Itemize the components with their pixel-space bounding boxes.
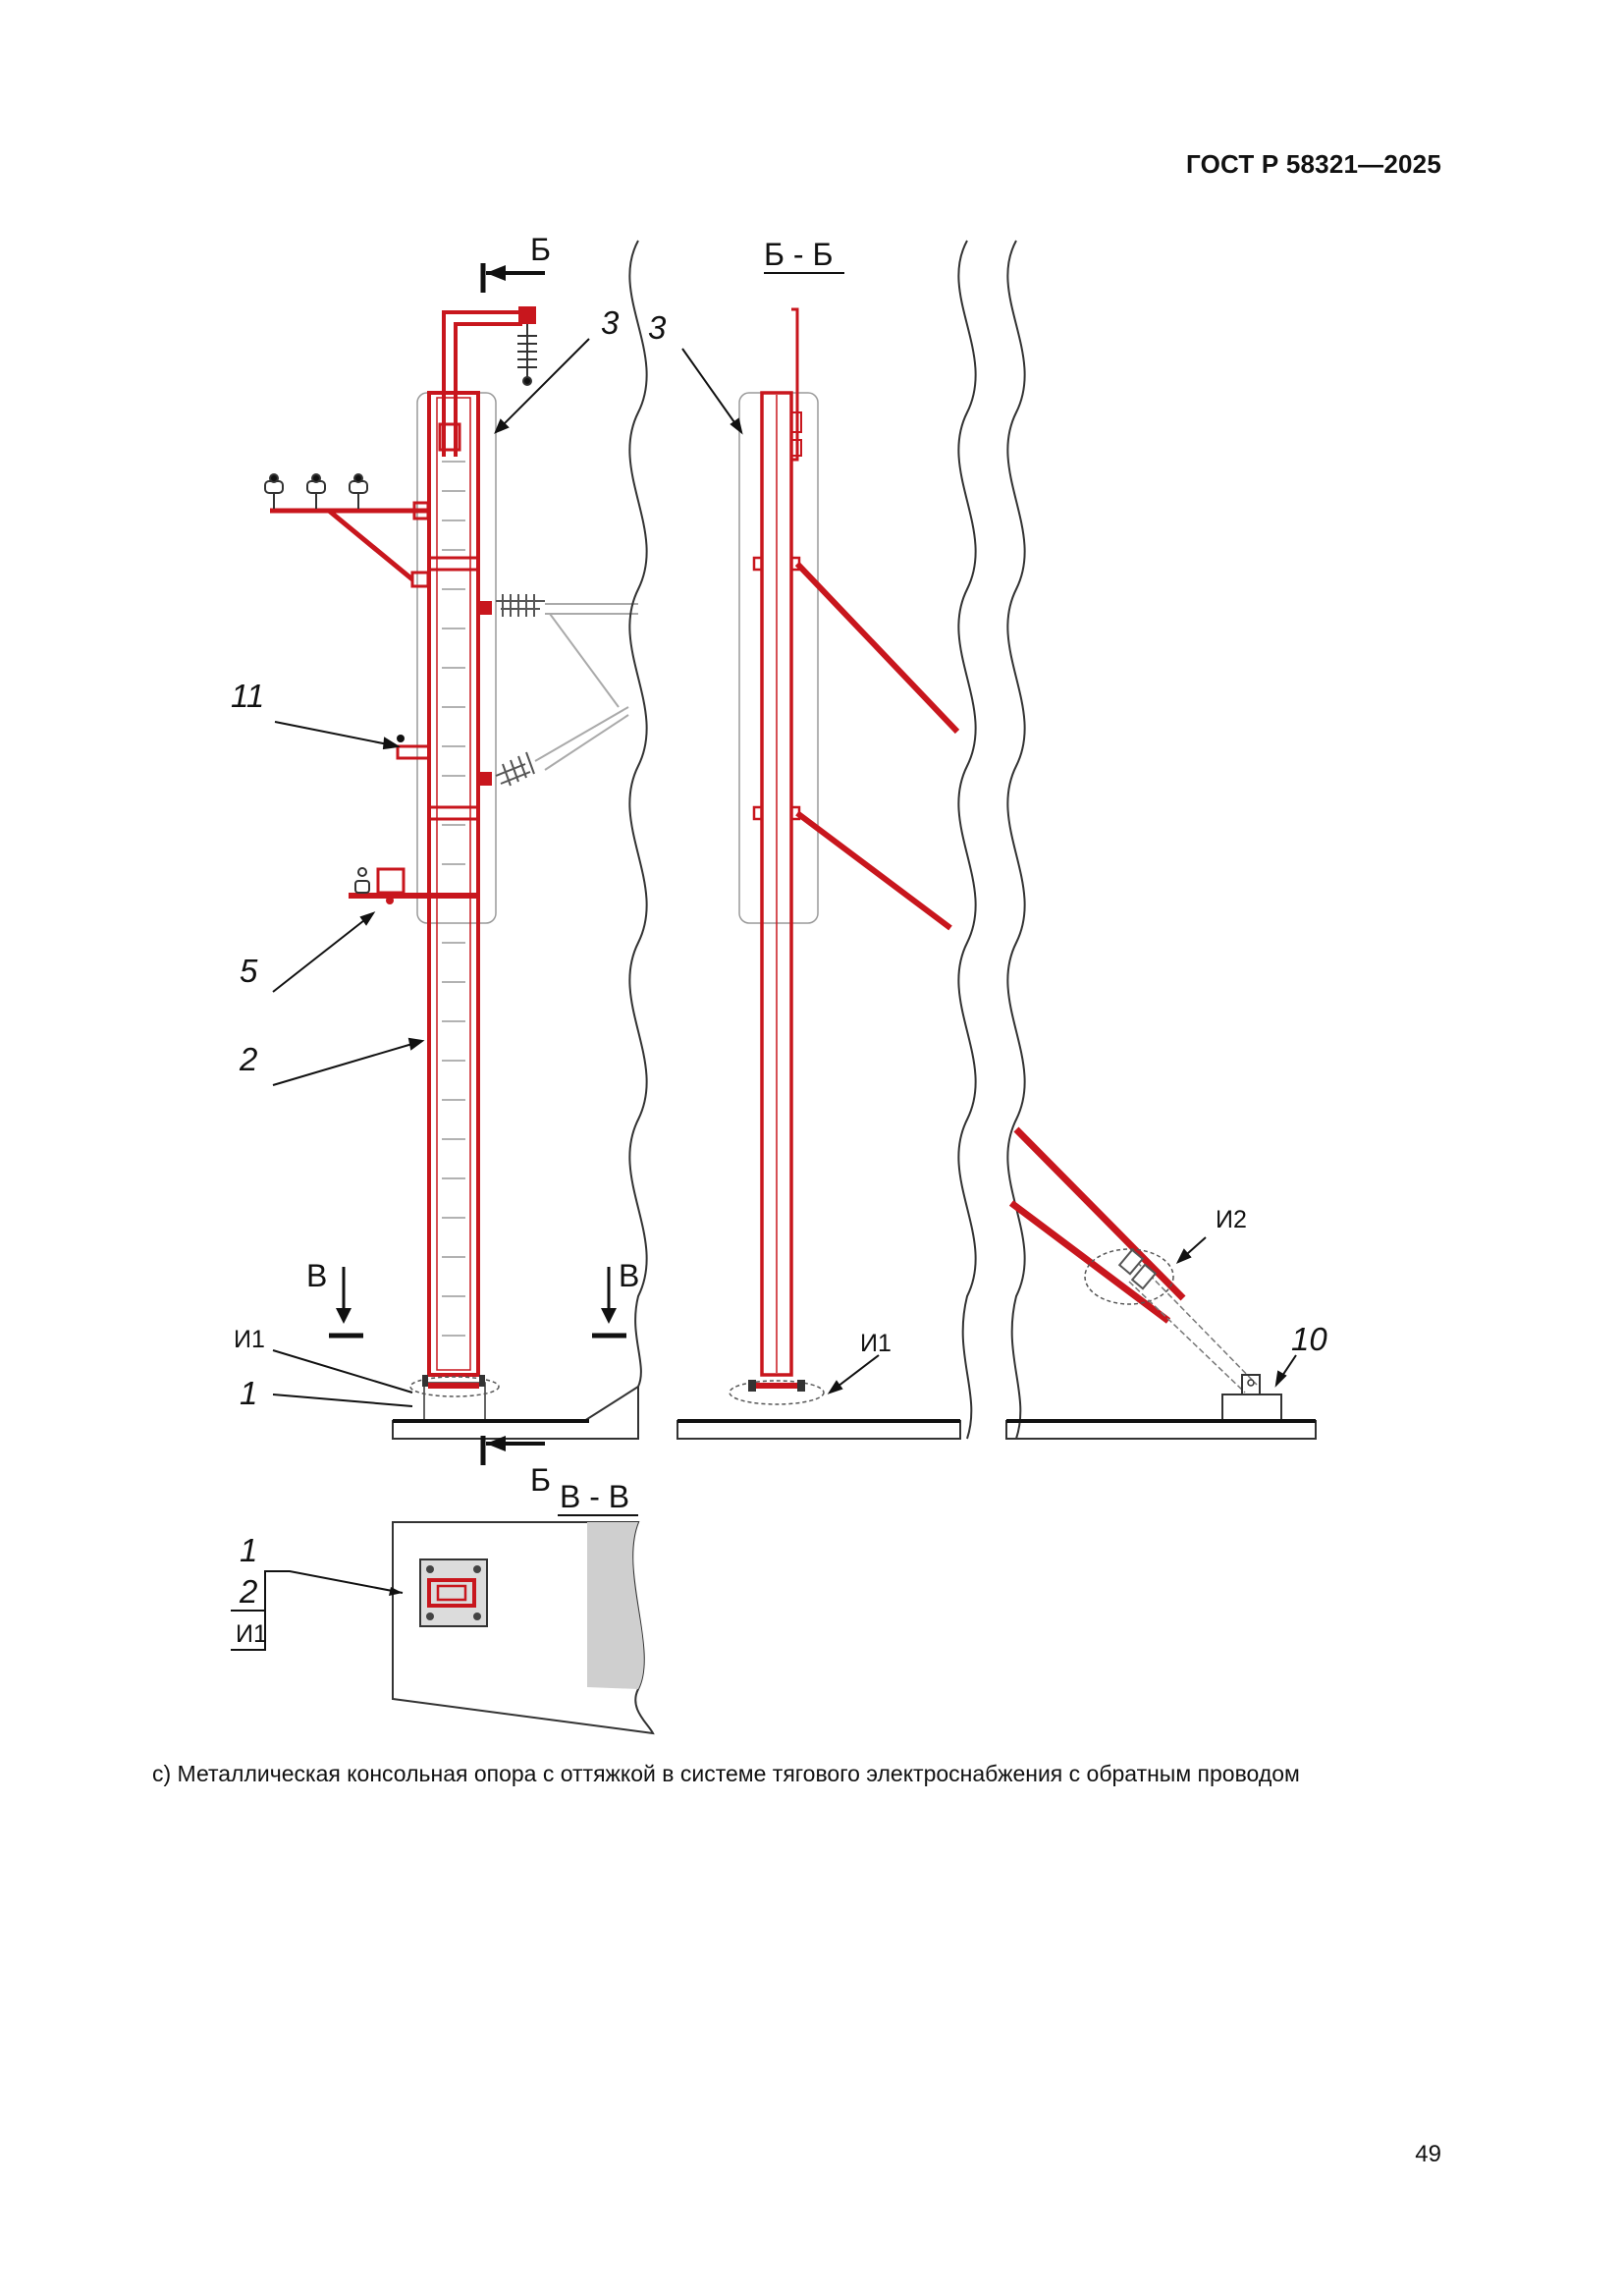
- mast-lattice: [442, 461, 465, 1337]
- label-3-section: 3: [648, 309, 667, 346]
- label-10: 10: [1291, 1321, 1327, 1357]
- break-line: [628, 240, 648, 1388]
- label-2-vv: 2: [239, 1573, 257, 1610]
- crossarm: [264, 473, 430, 588]
- cantilever: [495, 594, 638, 787]
- label-i1-front: И1: [234, 1326, 265, 1353]
- top-insulator: [517, 324, 537, 386]
- figure-caption: с) Металлическая консольная опора с оття…: [152, 1761, 1300, 1786]
- label-1-vv: 1: [240, 1532, 257, 1568]
- guy-wire-lower: [795, 810, 952, 931]
- label-i2: И2: [1216, 1206, 1247, 1233]
- standard-number: ГОСТ Р 58321—2025: [1186, 149, 1441, 179]
- top-clamp: [518, 306, 536, 324]
- section-bb-title: Б - Б: [764, 237, 833, 272]
- section-vv-title: В - В: [560, 1479, 629, 1514]
- foundation: [392, 1375, 639, 1440]
- label-i1-vv: И1: [236, 1620, 267, 1648]
- label-1-front: 1: [240, 1375, 257, 1411]
- guy-wire-a: [1013, 1126, 1186, 1301]
- section-vv-view: В - В 1 2 И1: [231, 1479, 655, 1735]
- ground-hatch: [587, 1522, 644, 1689]
- cut-letter-b-bottom: Б: [530, 1462, 551, 1498]
- anchor-view: И2 10: [1005, 1126, 1327, 1440]
- cut-mark-b-top: [480, 263, 545, 293]
- label-11: 11: [231, 678, 264, 714]
- cut-mark-v-left: [329, 1267, 363, 1339]
- guy-wire-upper: [794, 561, 960, 735]
- leaders-front: [272, 338, 590, 1407]
- mast-inner: [436, 397, 471, 1371]
- section-bb-view: Б - Б 3 И1: [648, 237, 1026, 1440]
- label-2-front: 2: [239, 1041, 257, 1077]
- label-i1-section: И1: [860, 1330, 892, 1357]
- label-3-front: 3: [601, 304, 620, 341]
- lower-arm: [349, 867, 478, 904]
- cut-letter-v-left: В: [306, 1258, 327, 1293]
- cut-mark-v-right: [592, 1267, 626, 1339]
- cut-letter-b-top: Б: [530, 232, 551, 267]
- top-bracket: [442, 310, 522, 457]
- cut-letter-v-right: В: [619, 1258, 639, 1293]
- cut-mark-b-bottom: [480, 1436, 545, 1465]
- front-view: Б Б В В 3 11 5 2: [231, 232, 648, 1498]
- guy-wire-b: [1008, 1200, 1171, 1324]
- page-number: 49: [1415, 2141, 1441, 2167]
- label-5: 5: [240, 953, 258, 989]
